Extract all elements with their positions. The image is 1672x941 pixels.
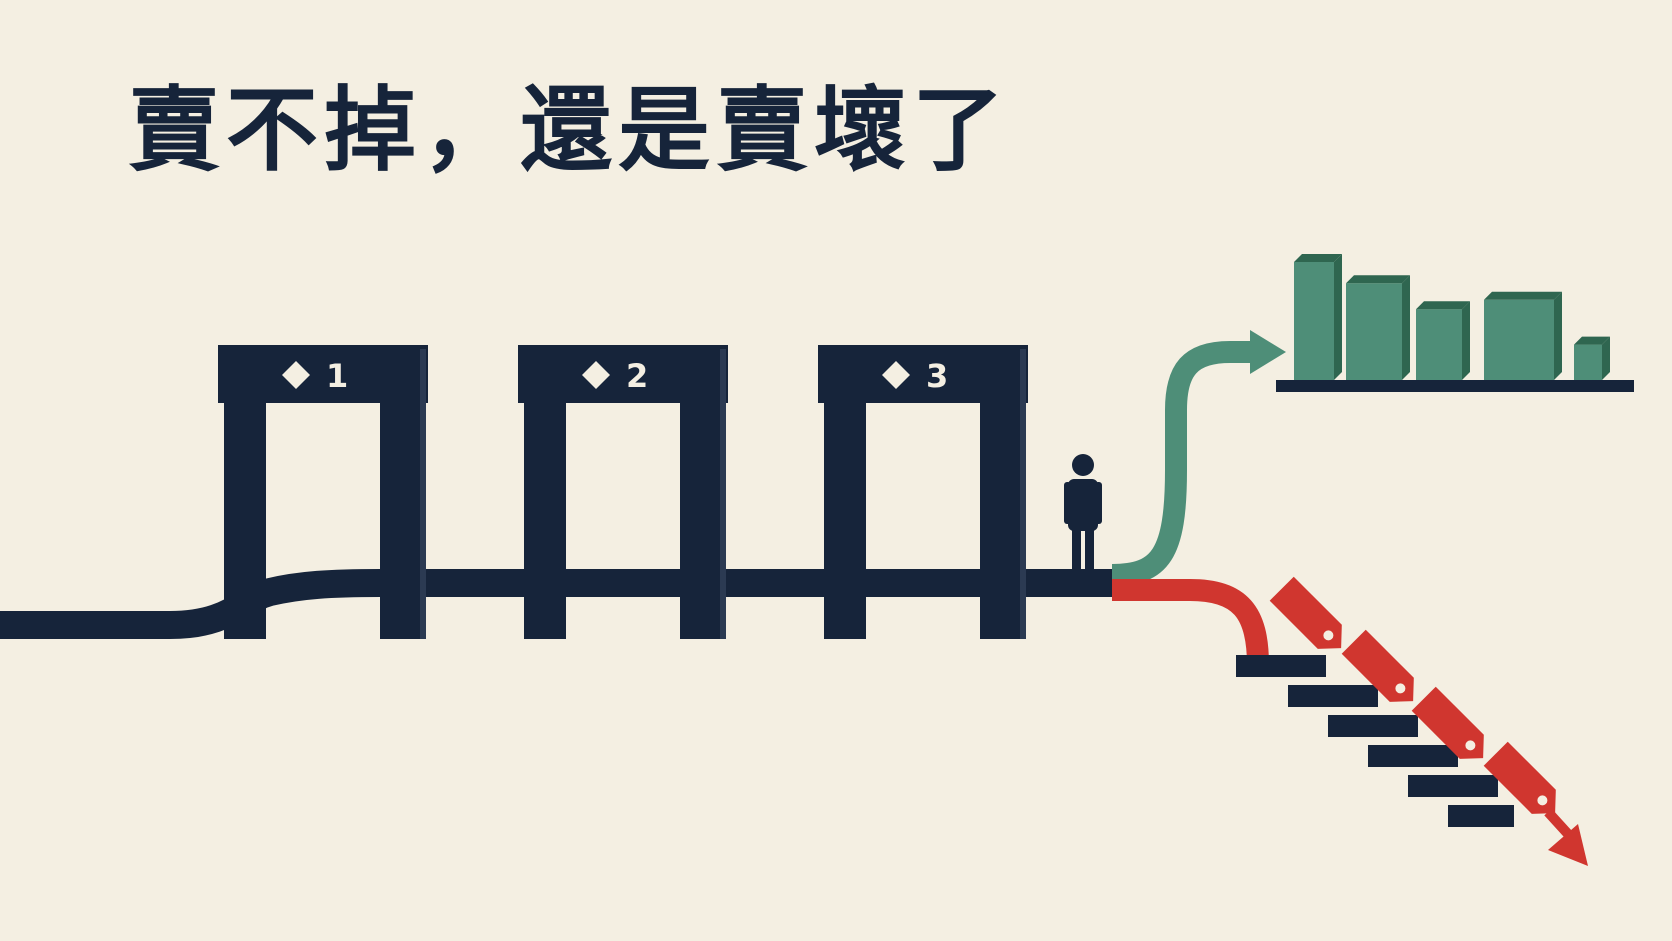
gate-beam — [818, 345, 1028, 403]
gate-label: 3 — [926, 357, 948, 395]
down-path-arrow — [1112, 579, 1269, 666]
stair-step — [1328, 715, 1418, 737]
price-tag-icon — [1483, 741, 1556, 814]
gate-post-left — [224, 403, 266, 639]
stair-step — [1408, 775, 1498, 797]
price-tag-body — [1411, 686, 1484, 759]
down-arrow-shaft — [1544, 808, 1572, 838]
bar-side — [1554, 291, 1562, 380]
gate-post-right — [980, 403, 1022, 639]
price-tag-hole — [1395, 683, 1406, 694]
bar-face — [1574, 344, 1602, 380]
shelf-board — [1276, 380, 1634, 392]
bar-side — [1462, 301, 1470, 380]
bar-face — [1346, 283, 1402, 380]
person-icon — [1064, 454, 1102, 576]
price-tag-icon — [1341, 629, 1414, 702]
diamond-icon — [282, 361, 310, 389]
gate-1: 1 — [218, 345, 428, 639]
bar-side — [1334, 254, 1342, 380]
stairs-icon — [1236, 655, 1514, 827]
gate-label: 1 — [326, 357, 348, 395]
price-tag-hole — [1537, 795, 1548, 806]
arrow-down-right-icon — [1548, 824, 1588, 866]
price-tags-group — [1269, 576, 1556, 814]
bar-face — [1484, 299, 1554, 380]
price-tag-hole — [1323, 630, 1334, 641]
stair-step — [1288, 685, 1378, 707]
bar-top — [1484, 291, 1562, 300]
bar-side — [1602, 336, 1610, 380]
bar-face — [1416, 309, 1462, 380]
gate-side-shade — [1020, 349, 1026, 639]
bar-face — [1294, 262, 1334, 380]
up-path-arrow — [1111, 341, 1256, 586]
gate-post-right — [380, 403, 422, 639]
stair-step — [1236, 655, 1326, 677]
gate-side-shade — [420, 349, 426, 639]
diamond-icon — [582, 361, 610, 389]
price-tag-body — [1269, 576, 1342, 649]
stair-step — [1448, 805, 1514, 827]
price-tag-icon — [1411, 686, 1484, 759]
gates-group: 1 2 3 — [218, 345, 1028, 639]
bar-3 — [1416, 301, 1470, 380]
gate-post-left — [524, 403, 566, 639]
bar-chart-icon — [1294, 254, 1610, 380]
bar-top — [1294, 254, 1342, 262]
gate-3: 3 — [818, 345, 1028, 639]
gate-2: 2 — [518, 345, 728, 639]
arrow-up-right-icon — [1250, 330, 1286, 374]
price-tag-hole — [1465, 740, 1476, 751]
bar-top — [1416, 301, 1470, 310]
bar-shelf — [1276, 254, 1634, 392]
page-title: 賣不掉，還是賣壞了 — [128, 77, 1011, 184]
bar-side — [1402, 275, 1410, 380]
bar-2 — [1346, 275, 1410, 380]
price-tag-body — [1483, 741, 1556, 814]
bar-top — [1346, 275, 1410, 284]
gate-beam — [218, 345, 428, 403]
gate-beam — [518, 345, 728, 403]
stair-step — [1368, 745, 1458, 767]
bar-1 — [1294, 254, 1342, 380]
price-tag-body — [1341, 629, 1414, 702]
bar-top — [1574, 336, 1610, 345]
gate-side-shade — [720, 349, 726, 639]
bar-5 — [1574, 336, 1610, 380]
main-path — [0, 569, 1112, 639]
price-tag-icon — [1269, 576, 1342, 649]
gate-post-left — [824, 403, 866, 639]
bar-4 — [1484, 291, 1562, 380]
diamond-icon — [882, 361, 910, 389]
gate-post-right — [680, 403, 722, 639]
gate-label: 2 — [626, 357, 648, 395]
